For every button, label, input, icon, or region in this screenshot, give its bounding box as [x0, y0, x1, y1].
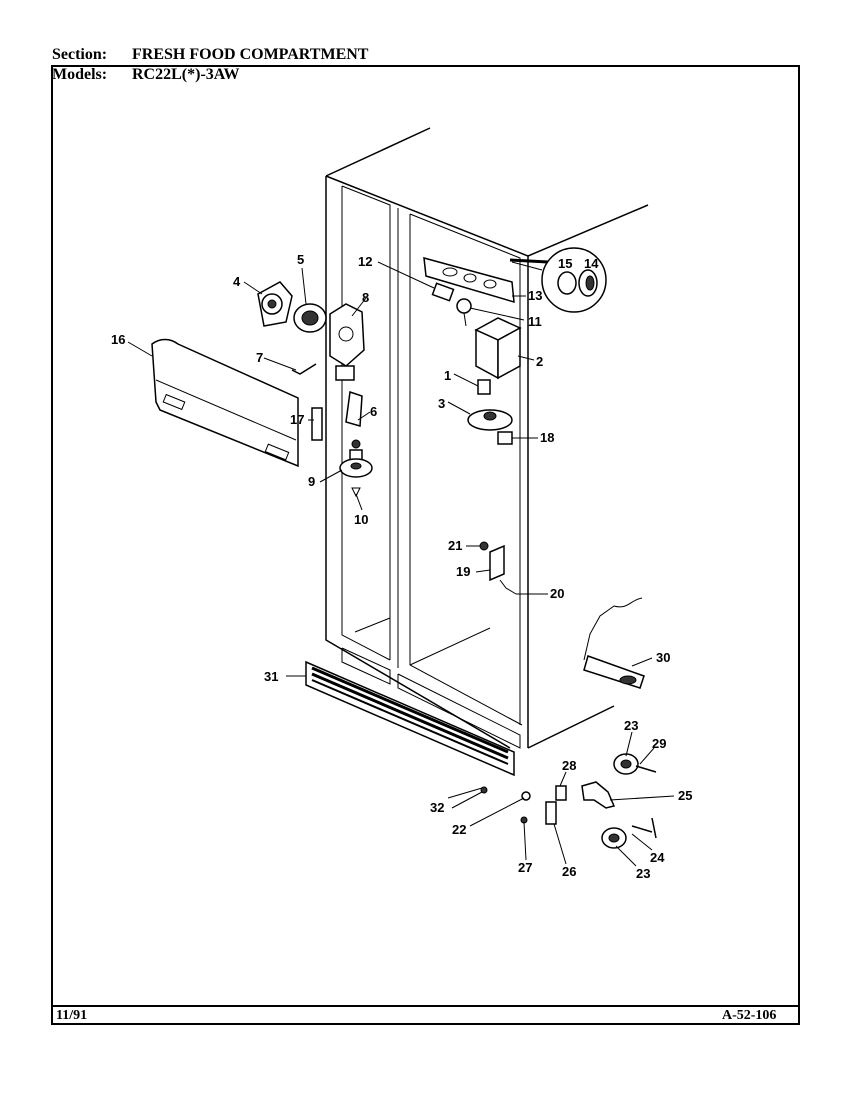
callout-23-top: 23 [624, 718, 638, 733]
screw-part [351, 487, 361, 498]
leader-lines [127, 261, 675, 867]
mounting-bracket [479, 541, 517, 595]
callout-labels: 1 2 3 4 5 6 7 8 9 10 11 12 13 14 15 16 1… [111, 252, 692, 881]
control-knob [467, 409, 513, 431]
callout-1: 1 [444, 368, 451, 383]
switch-part [477, 379, 491, 395]
thermostat-part [497, 431, 513, 445]
callout-19: 19 [456, 564, 470, 579]
section-label: Section: [52, 46, 108, 63]
fan-motor [293, 303, 327, 333]
callout-2: 2 [536, 354, 543, 369]
callout-15: 15 [558, 256, 572, 271]
callout-18: 18 [540, 430, 554, 445]
callout-26: 26 [562, 864, 576, 879]
callout-20: 20 [550, 586, 564, 601]
callout-32: 32 [430, 800, 444, 815]
air-vent [423, 256, 549, 304]
callout-30: 30 [656, 650, 670, 665]
hinge-bracket [583, 597, 645, 689]
callout-25: 25 [678, 788, 692, 803]
cover-bracket [311, 407, 323, 441]
crisper-cover [151, 338, 299, 468]
callout-6: 6 [370, 404, 377, 419]
callout-29: 29 [652, 736, 666, 751]
fan-housing [329, 303, 365, 381]
callout-5: 5 [297, 252, 304, 267]
light-socket [431, 282, 472, 327]
control-housing [474, 317, 522, 380]
callout-28: 28 [562, 758, 576, 773]
callout-27: 27 [518, 860, 532, 875]
gasket-ring [339, 458, 373, 478]
fan-bracket [257, 281, 293, 327]
callout-3: 3 [438, 396, 445, 411]
callout-16: 16 [111, 332, 125, 347]
callout-4: 4 [233, 274, 241, 289]
damper-part [345, 391, 363, 461]
cabinet [325, 127, 649, 749]
diagram-frame [51, 65, 800, 1025]
callout-8: 8 [362, 290, 369, 305]
callout-23-bottom: 23 [636, 866, 650, 881]
models-label: Models: [52, 66, 108, 83]
callout-31: 31 [264, 669, 278, 684]
callout-12: 12 [358, 254, 372, 269]
magnified-detail [511, 247, 607, 313]
footer-date: 11/91 [56, 1008, 88, 1023]
callout-14: 14 [584, 256, 599, 271]
callout-13: 13 [528, 288, 542, 303]
toe-grille [305, 660, 515, 777]
callout-24: 24 [650, 850, 665, 865]
callout-21: 21 [448, 538, 462, 553]
models-value: RC22L(*)-3AW [132, 66, 240, 83]
footer-code: A-52-106 [722, 1008, 777, 1023]
callout-9: 9 [308, 474, 315, 489]
callout-11: 11 [528, 314, 542, 329]
section-title: FRESH FOOD COMPARTMENT [132, 46, 369, 63]
hinge-assembly [480, 753, 657, 849]
callout-17: 17 [290, 412, 304, 427]
callout-22: 22 [452, 822, 466, 837]
wire-harness [291, 363, 317, 375]
callout-7: 7 [256, 350, 263, 365]
callout-10: 10 [354, 512, 368, 527]
footer-divider [51, 1005, 800, 1007]
